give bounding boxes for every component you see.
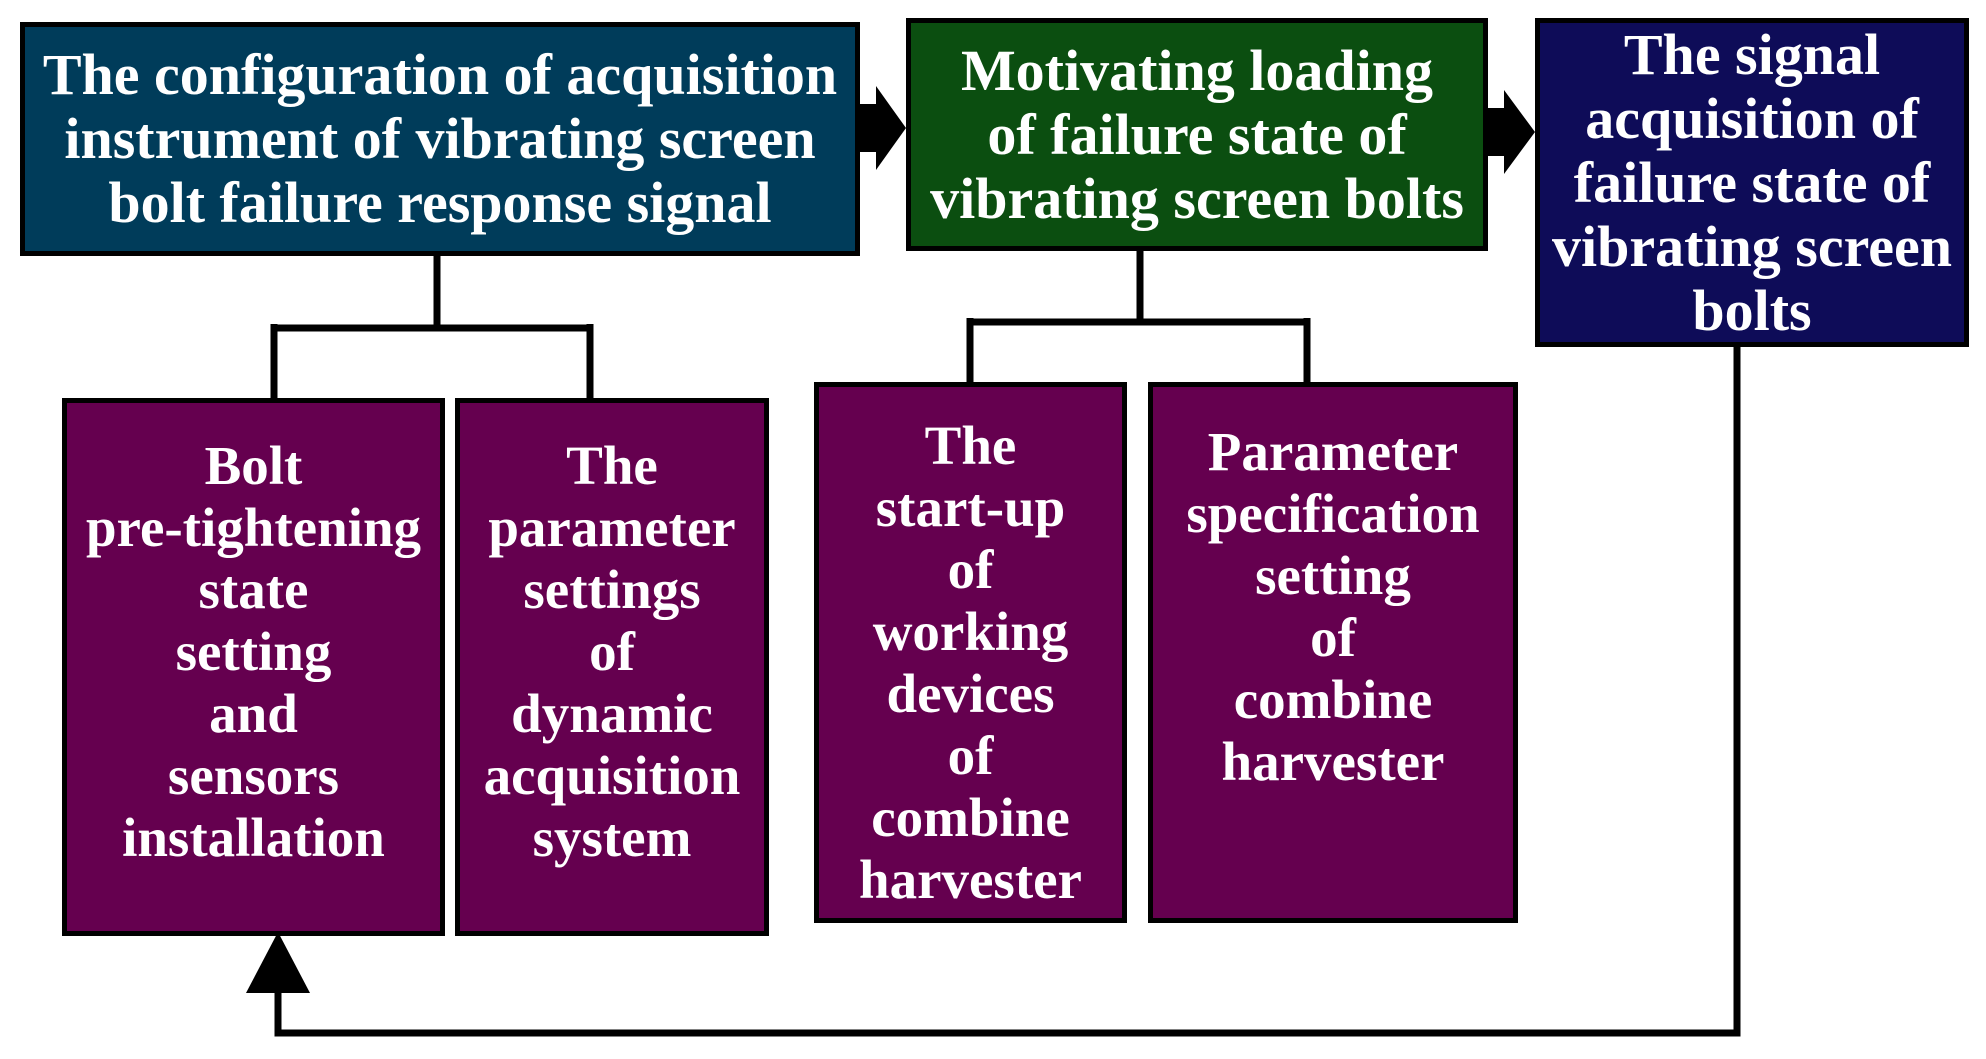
acquisition-step-box: The signal acquisition of failure state … [1535,18,1969,347]
feedback-loop-connector [274,343,1741,1037]
arrow-motivating-to-acquisition [1487,90,1535,174]
motivating-step-box: Motivating loading of failure state of v… [906,18,1488,251]
parameter-settings-box: The parameter settings of dynamic acquis… [455,398,769,936]
arrow-config-to-motivating [858,86,906,170]
bolt-pretightening-label: Bolt pre-tightening state setting and se… [85,435,422,868]
startup-box: The start-up of working devices of combi… [814,382,1127,923]
config-tree-connector [270,253,594,400]
parameter-specification-box: Parameter specification setting of combi… [1148,382,1518,923]
parameter-settings-label: The parameter settings of dynamic acquis… [483,435,741,868]
bolt-pretightening-box: Bolt pre-tightening state setting and se… [62,398,445,936]
motivating-step-label: Motivating loading of failure state of v… [930,37,1464,231]
configuration-step-label: The configuration of acquisition instrum… [42,42,838,235]
startup-label: The start-up of working devices of combi… [859,415,1082,910]
configuration-step-box: The configuration of acquisition instrum… [20,22,860,256]
parameter-specification-label: Parameter specification setting of combi… [1186,421,1480,792]
motivating-tree-connector [966,249,1311,385]
acquisition-step-label: The signal acquisition of failure state … [1551,21,1953,343]
arrow-up-to-bolt-box [246,932,310,993]
